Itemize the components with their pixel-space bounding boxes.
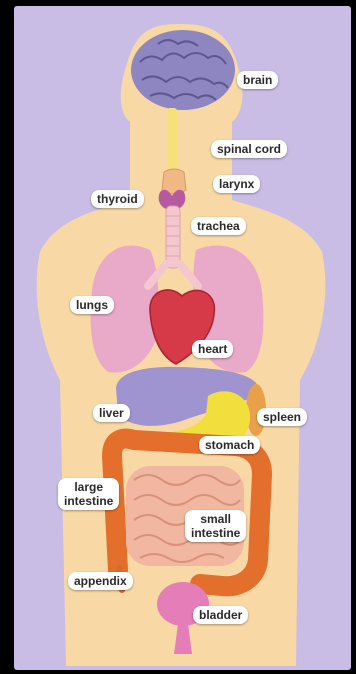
small-intestine-label-line-2: intestine — [191, 526, 240, 540]
brain-label: brain — [237, 71, 278, 89]
thyroid-label: thyroid — [91, 190, 144, 208]
spinal-cord-label: spinal cord — [211, 140, 287, 158]
small-intestine-label-line-1: small — [191, 512, 240, 526]
larynx-label: larynx — [213, 175, 260, 193]
small-intestine-label: small intestine — [185, 510, 246, 542]
large-intestine-label-line-2: intestine — [64, 494, 113, 508]
spinal-cord-organ — [167, 108, 177, 176]
stomach-label: stomach — [199, 436, 260, 454]
liver-label: liver — [93, 404, 130, 422]
heart-label: heart — [192, 340, 233, 358]
spleen-label: spleen — [257, 408, 307, 426]
trachea-label: trachea — [191, 217, 246, 235]
brain-organ — [131, 30, 235, 110]
bladder-label: bladder — [193, 606, 248, 624]
appendix-label: appendix — [68, 572, 133, 590]
large-intestine-label: large intestine — [58, 478, 119, 510]
lungs-label: lungs — [70, 296, 114, 314]
large-intestine-label-line-1: large — [64, 480, 113, 494]
